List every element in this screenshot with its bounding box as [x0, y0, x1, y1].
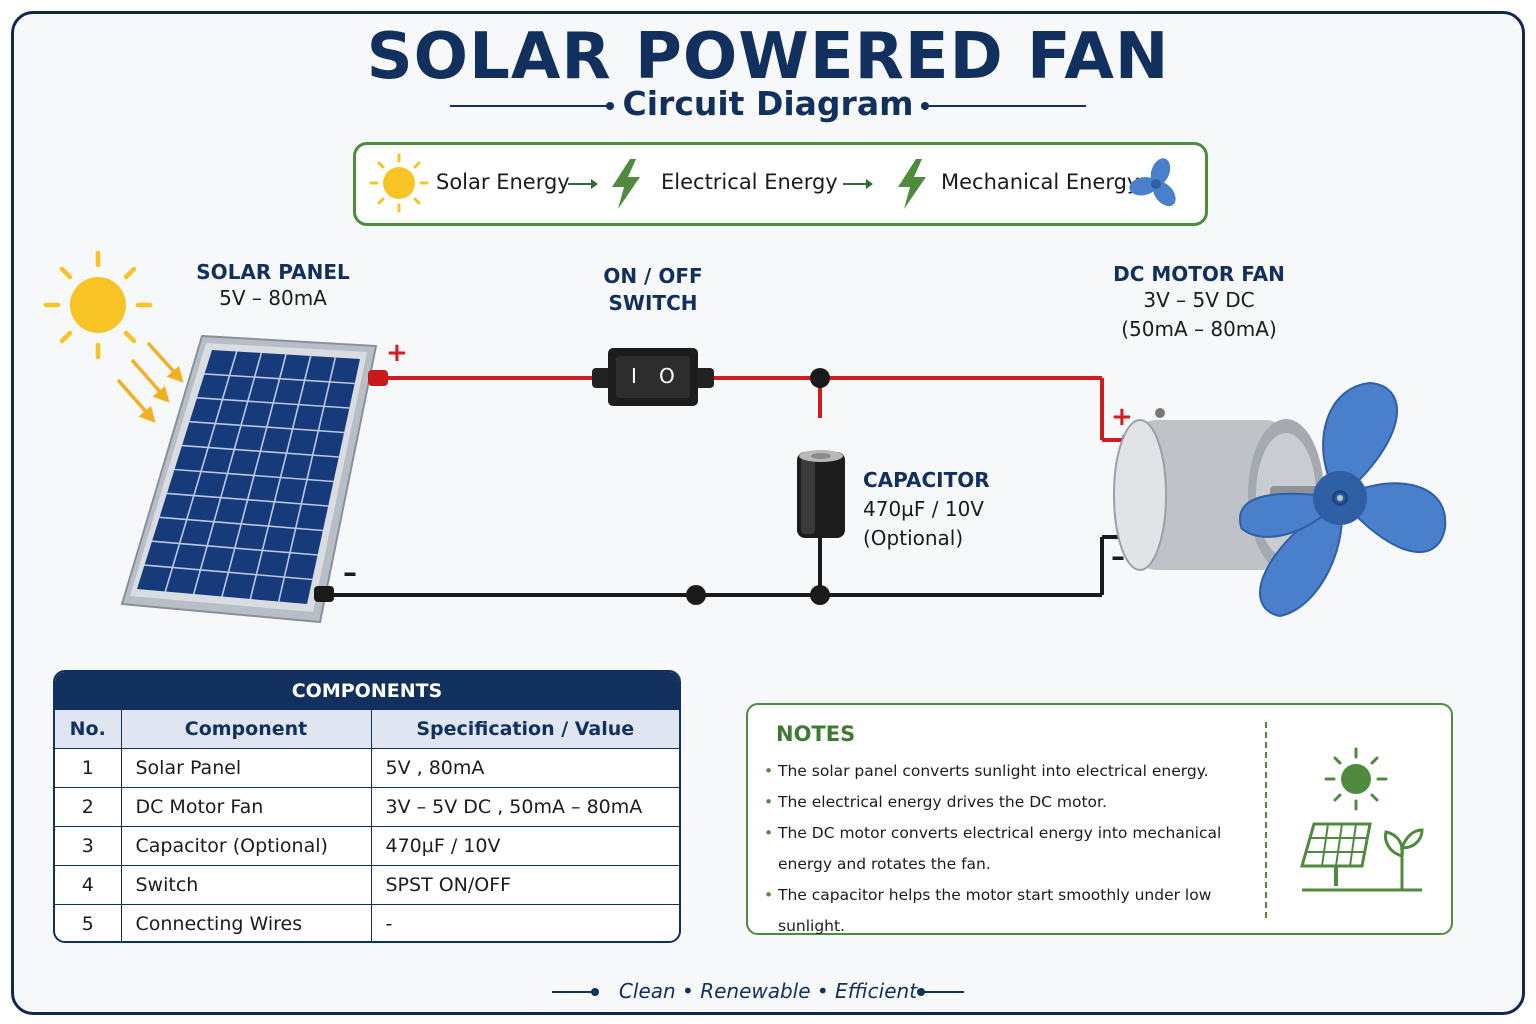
junction-dot [686, 585, 706, 605]
table-row: 4 Switch SPST ON/OFF [55, 864, 679, 904]
table-cell: 470µF / 10V [371, 825, 679, 865]
energy-step-solar: Solar Energy [436, 170, 570, 194]
table-cell: 3V – 5V DC , 50mA – 80mA [371, 786, 679, 826]
energy-step-electrical: Electrical Energy [661, 170, 838, 194]
note-item: The electrical energy drives the DC moto… [764, 787, 1254, 818]
fan-icon [1129, 158, 1176, 207]
capacitor-title: CAPACITOR [863, 468, 990, 492]
components-table-title: COMPONENTS [55, 672, 679, 710]
motor-plus-label: + [1111, 402, 1133, 432]
motor-minus-label: – [1111, 540, 1125, 573]
fan-blades [1239, 381, 1447, 618]
capacitor [797, 450, 845, 538]
positive-wire [382, 376, 1124, 442]
note-item: The solar panel converts sunlight into e… [764, 756, 1254, 787]
table-cell: Switch [121, 864, 372, 904]
switch-title-line1: ON / OFF [603, 264, 703, 288]
sun-ray-arrows [116, 341, 184, 423]
table-cell: 1 [55, 747, 122, 787]
table-row: 1 Solar Panel 5V , 80mA [55, 747, 679, 787]
solar-panel-spec: 5V – 80mA [219, 286, 327, 310]
notes-list: The solar panel converts sunlight into e… [764, 756, 1254, 942]
panel-plus-label: + [386, 338, 408, 368]
negative-wire [326, 530, 1124, 597]
panel-minus-label: – [343, 556, 357, 589]
arrow-right-icon [843, 179, 873, 189]
page-subtitle: Circuit Diagram [622, 84, 914, 123]
solar-panel-title: SOLAR PANEL [196, 260, 350, 284]
switch-label: ON / OFF SWITCH [583, 263, 723, 317]
note-item: The capacitor helps the motor start smoo… [764, 880, 1254, 942]
components-grid: No. Component Specification / Value 1 So… [55, 710, 679, 941]
panel-negative-terminal [314, 586, 334, 602]
lightning-icon [612, 159, 640, 209]
arrow-right-icon [568, 179, 598, 189]
switch-off-mark: O [659, 364, 675, 388]
motor-spec-current: (50mA – 80mA) [1121, 317, 1277, 341]
junction-dot [810, 585, 830, 605]
page-title: SOLAR POWERED FAN [366, 20, 1170, 94]
energy-step-mechanical: Mechanical Energy [941, 170, 1140, 194]
table-cell: Connecting Wires [121, 903, 372, 941]
table-cell: Capacitor (Optional) [121, 825, 372, 865]
junction-dot [810, 368, 830, 388]
components-table: COMPONENTS No. Component Specification /… [53, 670, 681, 943]
note-item: The DC motor converts electrical energy … [764, 818, 1254, 880]
table-cell: Solar Panel [121, 747, 372, 787]
solar-panel-label: SOLAR PANEL 5V – 80mA [183, 260, 363, 313]
table-header-number: No. [55, 710, 122, 749]
table-cell: - [371, 903, 679, 941]
notes-divider [1265, 722, 1267, 918]
table-cell: 3 [55, 825, 122, 865]
table-row: 2 DC Motor Fan 3V – 5V DC , 50mA – 80mA [55, 786, 679, 826]
table-cell: 4 [55, 864, 122, 904]
table-header-component: Component [121, 710, 372, 749]
energy-flow-box [353, 142, 1208, 226]
table-cell: DC Motor Fan [121, 786, 372, 826]
capacitor-spec: 470µF / 10V [863, 497, 984, 521]
sun-icon [43, 250, 153, 360]
table-header-spec: Specification / Value [371, 710, 679, 749]
lightning-icon [898, 159, 926, 209]
table-cell: SPST ON/OFF [371, 864, 679, 904]
table-header-row: No. Component Specification / Value [55, 710, 679, 749]
table-cell: 5 [55, 903, 122, 941]
motor-label: DC MOTOR FAN 3V – 5V DC (50mA – 80mA) [1099, 262, 1299, 344]
table-row: 3 Capacitor (Optional) 470µF / 10V [55, 825, 679, 865]
notes-title: NOTES [776, 722, 856, 746]
table-cell: 2 [55, 786, 122, 826]
table-row: 5 Connecting Wires - [55, 903, 679, 941]
switch-on-mark: I [631, 364, 637, 388]
solar-plant-icon [1300, 747, 1424, 892]
motor-title: DC MOTOR FAN [1113, 262, 1285, 286]
table-cell: 5V , 80mA [371, 747, 679, 787]
switch-title-line2: SWITCH [608, 291, 698, 315]
solar-panel [120, 334, 378, 624]
rocker-switch [592, 348, 714, 406]
capacitor-note: (Optional) [863, 526, 964, 550]
footer-tagline: Clean • Renewable • Efficient [618, 979, 918, 1003]
sun-icon [369, 153, 429, 213]
capacitor-label: CAPACITOR 470µF / 10V (Optional) [863, 466, 990, 553]
panel-positive-terminal [368, 370, 388, 386]
motor-spec-voltage: 3V – 5V DC [1143, 288, 1255, 312]
